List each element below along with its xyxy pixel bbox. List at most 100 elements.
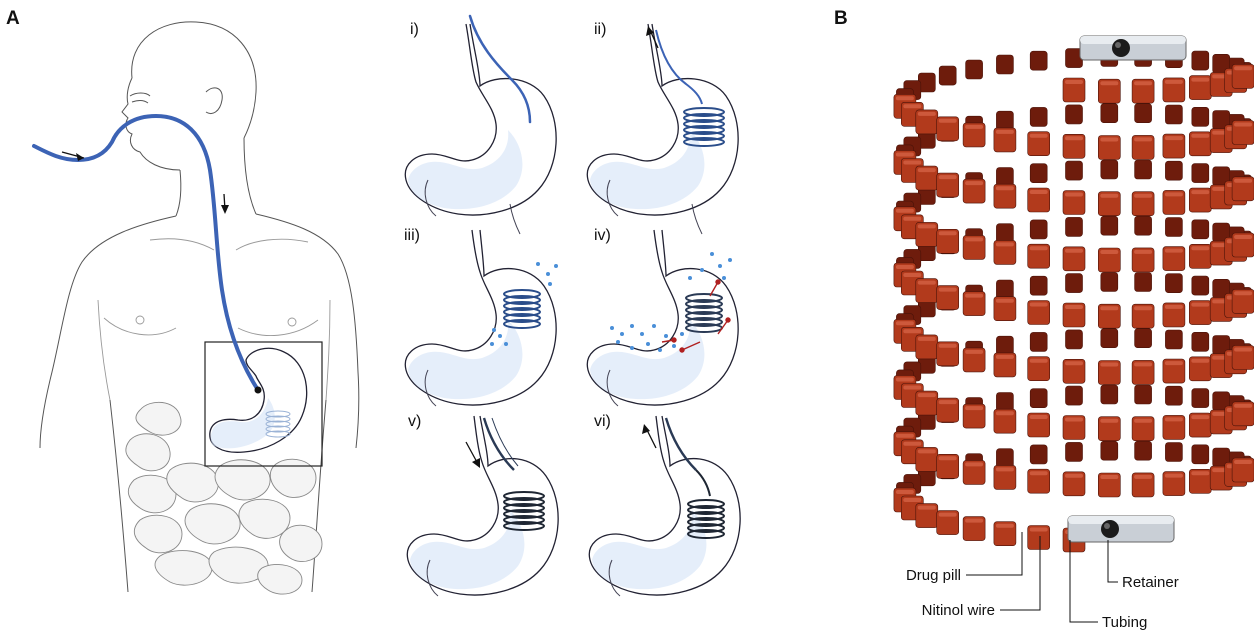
pill-highlight: [1030, 528, 1048, 532]
pill-highlight: [903, 273, 921, 277]
drug-pill: [1101, 441, 1118, 460]
pill-highlight: [1030, 246, 1048, 250]
drug-pill: [1030, 51, 1047, 70]
pill-highlight: [939, 513, 957, 517]
pill-highlight: [896, 321, 914, 325]
step-label: iii): [404, 227, 420, 244]
drug-pill: [1165, 274, 1182, 293]
pill-highlight: [1030, 134, 1048, 138]
drug-pill: [996, 168, 1013, 187]
pill-highlight: [1234, 235, 1252, 239]
pill-highlight: [1234, 404, 1252, 408]
pill-highlight: [896, 153, 914, 157]
pill-highlight: [965, 462, 983, 466]
pill-highlight: [1191, 246, 1209, 250]
pill-highlight: [1030, 415, 1048, 419]
drug-pill: [1101, 216, 1118, 235]
drug-pill: [1135, 329, 1152, 348]
pill-highlight: [918, 506, 936, 510]
pill-highlight: [996, 524, 1014, 528]
pill-highlight: [1065, 136, 1083, 140]
pill-highlight: [918, 112, 936, 116]
step-label: ii): [594, 21, 606, 38]
panel-a-label: A: [6, 8, 20, 29]
pill-highlight: [1100, 81, 1118, 85]
drug-pill: [1192, 164, 1209, 183]
pill-highlight: [1100, 138, 1118, 142]
pill-highlight: [965, 350, 983, 354]
callout-nitinol-wire: Nitinol wire: [922, 602, 995, 619]
drug-pill: [1101, 104, 1118, 123]
pill-highlight: [939, 456, 957, 460]
drug-pill: [1101, 329, 1118, 348]
drug-pill: [996, 111, 1013, 130]
step-label: i): [410, 21, 419, 38]
drug-pill: [1165, 105, 1182, 124]
drug-pill: [1192, 445, 1209, 464]
pill-highlight: [903, 329, 921, 333]
pill-highlight: [1100, 419, 1118, 423]
drug-pill: [1165, 330, 1182, 349]
pill-highlight: [965, 519, 983, 523]
pill-highlight: [939, 344, 957, 348]
step-label: iv): [594, 227, 611, 244]
body-stomach: [210, 348, 307, 452]
pill-highlight: [996, 467, 1014, 471]
drug-pill: [996, 280, 1013, 299]
pill-highlight: [1030, 359, 1048, 363]
pill-highlight: [939, 400, 957, 404]
pill-highlight: [1065, 193, 1083, 197]
pill-highlight: [1065, 361, 1083, 365]
drug-pill: [1030, 332, 1047, 351]
drug-pill: [1192, 51, 1209, 70]
pill-highlight: [965, 294, 983, 298]
step-panel-vi: vi): [589, 413, 740, 596]
pill-highlight: [996, 130, 1014, 134]
pill-highlight: [1165, 136, 1183, 140]
pill-highlight: [1191, 190, 1209, 194]
pill-highlight: [996, 411, 1014, 415]
top-tubing-retainer: [1080, 36, 1186, 60]
pill-highlight: [1065, 80, 1083, 84]
pill-highlight: [965, 237, 983, 241]
pill-highlight: [1234, 123, 1252, 127]
pill-highlight: [939, 175, 957, 179]
pill-highlight: [903, 498, 921, 502]
pill-highlight: [1134, 137, 1152, 141]
drug-pill: [1066, 217, 1083, 236]
drug-pill: [1066, 105, 1083, 124]
pill-highlight: [1191, 303, 1209, 307]
pill-highlight: [918, 449, 936, 453]
drug-pill: [1030, 107, 1047, 126]
pill-highlight: [965, 181, 983, 185]
pill-highlight: [939, 231, 957, 235]
pill-highlight: [1134, 475, 1152, 479]
pill-highlight: [1134, 362, 1152, 366]
step-label: vi): [594, 413, 611, 430]
pill-highlight: [896, 490, 914, 494]
drug-pill: [1066, 442, 1083, 461]
drug-pill: [996, 55, 1013, 74]
step-panel-v: v): [407, 413, 558, 596]
drug-pill: [1066, 161, 1083, 180]
drug-pill: [1066, 330, 1083, 349]
drug-pill: [1165, 386, 1182, 405]
pill-highlight: [1191, 415, 1209, 419]
drug-pill: [1066, 274, 1083, 293]
nasogastric-tube: [34, 116, 262, 394]
drug-pill: [996, 224, 1013, 243]
pill-highlight: [1165, 474, 1183, 478]
pill-highlight: [996, 242, 1014, 246]
step-panel-i: i): [405, 16, 556, 234]
drug-pill: [1030, 389, 1047, 408]
pill-highlight: [1134, 81, 1152, 85]
pill-highlight: [1030, 190, 1048, 194]
pill-highlight: [965, 406, 983, 410]
pill-highlight: [1234, 291, 1252, 295]
drug-pill: [1135, 216, 1152, 235]
pill-highlight: [1030, 303, 1048, 307]
drug-pill: [1030, 220, 1047, 239]
drug-pill: [1030, 276, 1047, 295]
pill-highlight: [918, 393, 936, 397]
pill-highlight: [996, 186, 1014, 190]
